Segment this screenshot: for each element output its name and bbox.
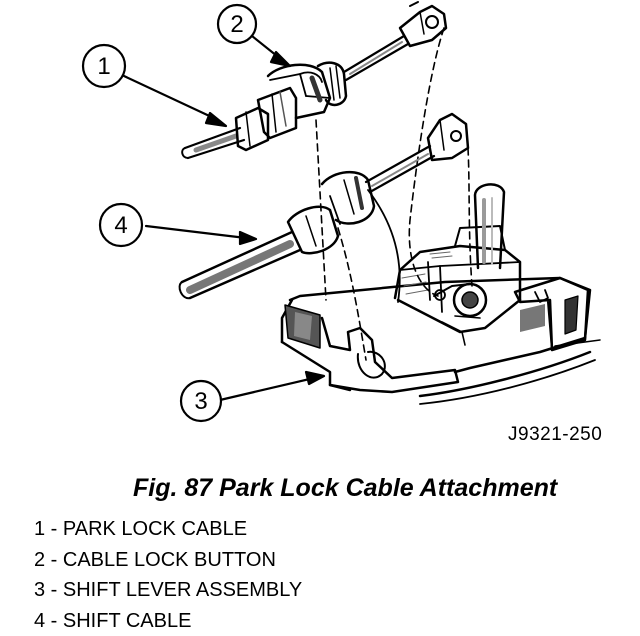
callout-1: 1 (83, 45, 125, 87)
legend-item: 3 - SHIFT LEVER ASSEMBLY (34, 575, 302, 606)
legend-item: 4 - SHIFT CABLE (34, 606, 302, 636)
callout-4: 4 (100, 204, 142, 246)
figure-code: J9321-250 (508, 424, 602, 446)
legend-item: 1 - PARK LOCK CABLE (34, 514, 302, 545)
callout-2-number: 2 (230, 11, 243, 38)
callout-2: 2 (218, 5, 256, 43)
callout-4-number: 4 (114, 212, 127, 239)
legend-list: 1 - PARK LOCK CABLE 2 - CABLE LOCK BUTTO… (34, 514, 302, 636)
park-lock-cable-diagram: 1 2 3 4 (0, 0, 640, 460)
callout-1-number: 1 (97, 53, 110, 80)
shift-lever-assembly-drawing (282, 184, 600, 404)
callout-3-number: 3 (194, 388, 207, 415)
figure-caption: Fig. 87 Park Lock Cable Attachment (133, 474, 557, 503)
legend-item: 2 - CABLE LOCK BUTTON (34, 545, 302, 576)
callout-leaders (124, 36, 324, 400)
park-lock-cable-drawing (182, 2, 446, 300)
callout-3: 3 (181, 381, 221, 421)
shift-cable-drawing (180, 114, 472, 360)
